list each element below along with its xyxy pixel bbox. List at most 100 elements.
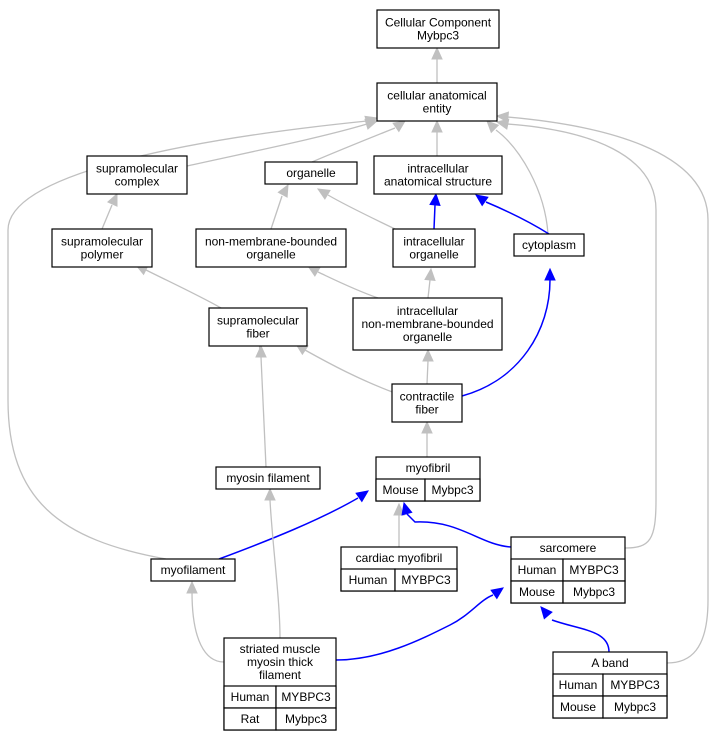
species-label: Human <box>559 678 598 692</box>
is-a-edge <box>101 192 118 230</box>
gene-label: Mybpc3 <box>614 700 656 714</box>
node-label: organelle <box>246 248 296 262</box>
node-label: supramolecular <box>217 314 299 328</box>
node-label: filament <box>259 668 302 682</box>
is-a-edge <box>422 348 434 385</box>
node-label: sarcomere <box>540 541 597 555</box>
arrowhead <box>106 192 118 207</box>
arrowhead <box>544 267 556 281</box>
arrowhead <box>255 344 267 358</box>
node-organelle[interactable]: organelle <box>264 161 358 185</box>
edge-line <box>335 594 494 661</box>
node-label: A band <box>591 656 628 670</box>
edge-line <box>461 279 551 397</box>
node-label: organelle <box>403 330 453 344</box>
is-a-edge <box>316 188 396 230</box>
edge-line <box>101 204 113 230</box>
node-myosin-fil[interactable]: myosin filament <box>215 466 321 490</box>
arrowhead <box>186 580 198 594</box>
edge-line <box>311 127 396 163</box>
node-label: anatomical structure <box>384 175 492 189</box>
is-a-edge <box>495 118 657 549</box>
part-of-edge <box>475 194 550 235</box>
edge-line <box>495 129 549 235</box>
is-a-edge <box>431 46 443 83</box>
is-a-edge <box>186 118 379 167</box>
arrowhead <box>495 111 510 123</box>
edge-line <box>260 356 267 468</box>
gene-label: Mybpc3 <box>285 712 327 726</box>
edge-line <box>406 513 512 548</box>
gene-label: MYBPC3 <box>401 573 451 587</box>
species-label: Rat <box>241 712 260 726</box>
node-label: intracellular <box>397 304 458 318</box>
is-a-edge <box>294 343 396 394</box>
edge-line <box>433 204 436 230</box>
is-a-edge <box>264 487 281 639</box>
part-of-edge <box>335 587 504 661</box>
is-a-edge <box>431 119 443 156</box>
is-a-edge <box>486 120 549 235</box>
is-a-edge <box>306 265 379 299</box>
arrowhead <box>277 183 289 198</box>
species-label: Mouse <box>519 585 555 599</box>
arrowhead <box>393 502 405 516</box>
edge-line <box>485 201 550 235</box>
node-label: contractile <box>400 390 455 404</box>
node-label: intracellular <box>403 235 464 249</box>
is-a-edge <box>424 267 436 299</box>
node-cytoplasm[interactable]: cytoplasm <box>513 233 585 257</box>
node-label: complex <box>115 175 160 189</box>
arrowhead <box>421 420 433 434</box>
node-label: myofilament <box>161 563 226 577</box>
part-of-edge <box>540 606 610 653</box>
node-label: myofibril <box>406 461 451 475</box>
gene-label: Mybpc3 <box>431 483 473 497</box>
edge-line <box>506 116 709 664</box>
is-a-edge <box>186 580 225 663</box>
arrowhead <box>495 118 510 130</box>
gene-label: MYBPC3 <box>569 563 619 577</box>
arrowhead <box>540 606 553 620</box>
is-a-edge <box>270 183 289 230</box>
arrowhead <box>431 46 443 60</box>
edges-layer <box>7 46 709 664</box>
node-label: organelle <box>286 166 336 180</box>
edge-line <box>427 279 431 299</box>
arrowhead <box>392 120 406 133</box>
arrowhead <box>422 348 434 362</box>
is-a-edge <box>134 264 222 309</box>
arrowhead <box>475 194 489 207</box>
edge-line <box>426 360 429 385</box>
arrowhead <box>316 188 331 200</box>
node-label: Mybpc3 <box>417 29 459 43</box>
edge-line <box>270 195 283 230</box>
is-a-edge <box>7 115 379 560</box>
gene-label: MYBPC3 <box>281 690 331 704</box>
node-inmbo[interactable]: intracellularnon-membrane-boundedorganel… <box>352 297 503 351</box>
node-label: striated muscle <box>240 642 321 656</box>
node-myofilament[interactable]: myofilament <box>150 558 236 582</box>
node-label: cytoplasm <box>522 238 576 252</box>
node-label: myosin thick <box>247 655 314 669</box>
node-label: fiber <box>415 403 438 417</box>
